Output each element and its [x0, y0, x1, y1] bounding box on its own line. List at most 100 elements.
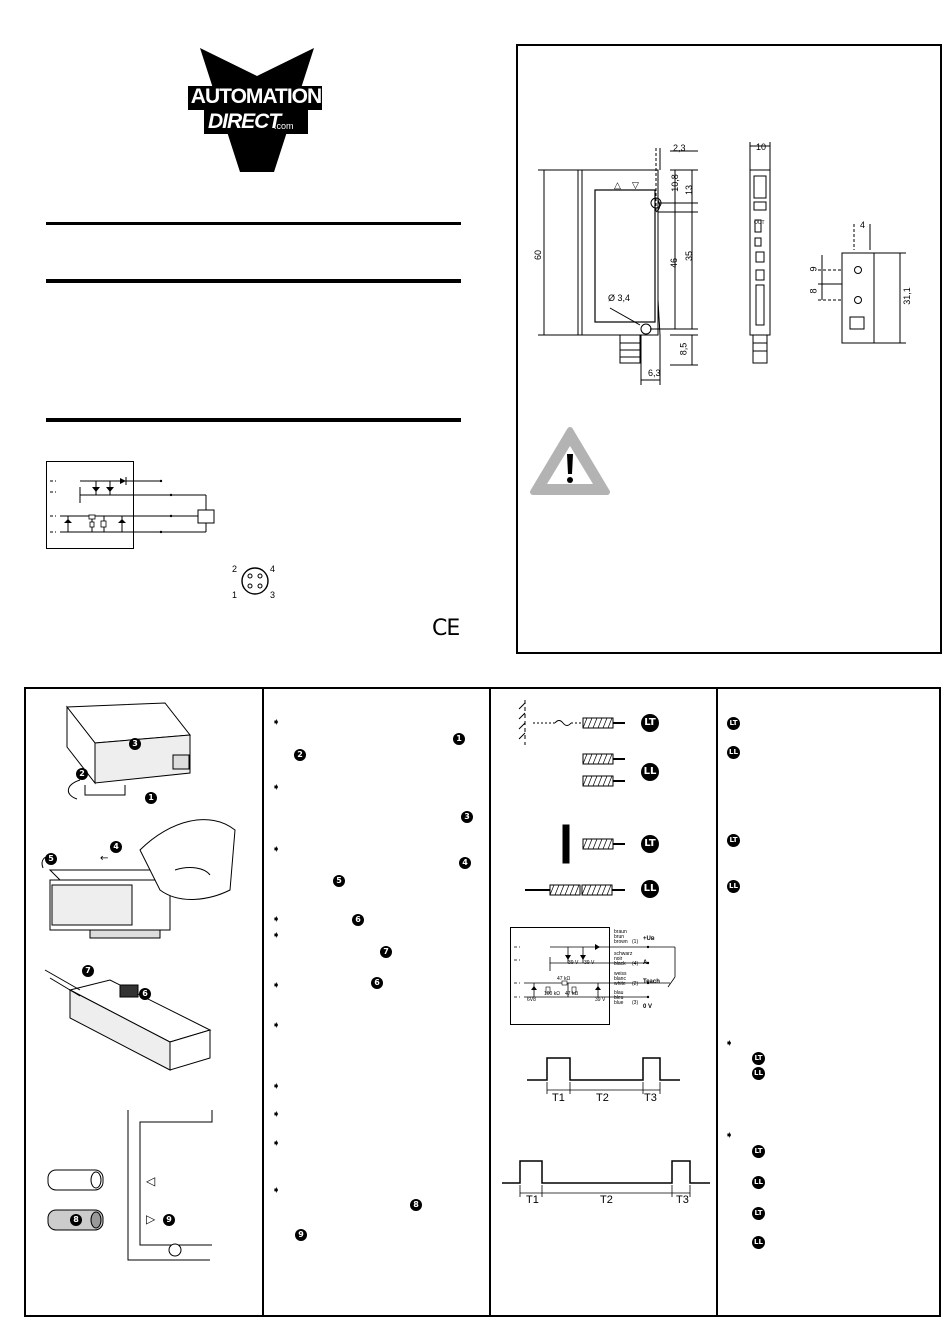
comp-39v-c: 39 V [595, 997, 606, 1003]
wire-blue-fr: bleu [614, 995, 624, 1001]
wire-ub-label: +Uв [643, 936, 655, 942]
step-8-marker: 8 [70, 1214, 82, 1226]
comp-39v-a: 39 V [568, 960, 579, 966]
wire-brown-fr: brun [614, 934, 625, 940]
wire-black-pin: (4) [632, 961, 639, 967]
ref-step-6b: 6 [371, 977, 383, 989]
ref-step-5: 5 [333, 875, 345, 887]
bullet-9: ➧ [272, 1109, 281, 1120]
ref-step-4: 4 [459, 857, 471, 869]
wire-white-pin: (2) [632, 981, 639, 987]
title-rule-3 [46, 418, 461, 422]
wire-white-de: weiss [614, 971, 627, 977]
dim-10-8: 10,8 [669, 174, 680, 192]
wiring-diagram [510, 927, 610, 1025]
wire-zero-label: 0 V [643, 1004, 653, 1010]
timing2-t3: T3 [676, 1194, 689, 1206]
wire-a-label: A [643, 960, 648, 966]
connector-pins-icon [241, 567, 269, 595]
col4-lt-2: LT [727, 834, 740, 847]
mounting-illustration [66, 702, 191, 800]
column-divider-3 [716, 687, 718, 1317]
bullet-4: ➧ [272, 914, 281, 925]
wiring-schematic [514, 944, 676, 999]
symbol-right: ▷ [146, 1212, 156, 1226]
wire-black-de: schwarz [614, 951, 633, 957]
dim-13: 13 [684, 184, 695, 196]
ref-step-7: 7 [380, 946, 392, 958]
ref-step-6a: 6 [352, 914, 364, 926]
warning-icon [530, 427, 610, 495]
col4-ll-2: LL [727, 880, 740, 893]
bullet-7: ➧ [272, 1020, 281, 1031]
symbol-left: ◁ [146, 1174, 156, 1188]
dim-4: 4 [860, 220, 866, 230]
dim-10: 10 [756, 142, 767, 152]
pin-2-label: 2 [232, 564, 238, 574]
column-divider-2 [489, 687, 491, 1317]
ce-mark: CE [432, 616, 460, 641]
bullet-11: ➧ [272, 1185, 281, 1196]
sensor-end-view [818, 224, 906, 344]
circuit-diagram-small [46, 461, 134, 549]
logo-suffix: .com [274, 121, 294, 131]
dimension-drawing-panel [516, 44, 942, 654]
pin-1-label: 1 [232, 590, 238, 600]
comp-6v8: 6V8 [527, 997, 536, 1003]
step-4-marker: 4 [110, 841, 122, 853]
side-out-label: OUT [754, 220, 765, 226]
step-7-marker: 7 [82, 965, 94, 977]
bullet-2: ➧ [272, 782, 281, 793]
ref-step-3: 3 [461, 811, 473, 823]
dim-31-1: 31,1 [901, 287, 912, 305]
bullet-5: ➧ [272, 930, 281, 941]
col4-lt-1: LT [727, 717, 740, 730]
col4-lt-3: LT [752, 1052, 765, 1065]
automation-direct-logo: AUTOMATION DIRECT .com [188, 48, 325, 172]
step-3-marker: 3 [129, 738, 141, 750]
pin-3-label: 3 [270, 590, 276, 600]
mode-ll-badge-2: LL [641, 880, 659, 898]
logo-line1: AUTOMATION [190, 85, 322, 108]
wire-teach-label: Teach [643, 979, 660, 985]
timing-diagram-2 [502, 1160, 710, 1197]
dim-8: 8 [808, 288, 819, 294]
bullet-3: ➧ [272, 844, 281, 855]
bottom-panel [24, 687, 941, 1317]
symbol-down: ▽ [632, 180, 639, 190]
slide-arrow-icon: ← [100, 853, 109, 864]
title-rule-2 [46, 279, 461, 283]
logo-line2: DIRECT [208, 110, 281, 133]
col4-bullet-1: ➧ [725, 1038, 734, 1049]
col4-lt-4: LT [752, 1145, 765, 1158]
dim-35: 35 [684, 250, 695, 262]
timing2-t2: T2 [600, 1194, 613, 1206]
filter-illustration [47, 1110, 213, 1261]
wire-brown-de: braun [614, 929, 627, 935]
wire-blue-de: blau [614, 990, 624, 996]
step-2-marker: 2 [76, 768, 88, 780]
col4-lt-5: LT [752, 1207, 765, 1220]
pin-4-label: 4 [270, 564, 276, 574]
dim-2-3: 2,3 [673, 143, 686, 153]
bullet-10: ➧ [272, 1138, 281, 1149]
wire-blue-pin: (3) [632, 1000, 639, 1006]
ref-step-1: 1 [453, 733, 465, 745]
wire-white-fr: blanc [614, 976, 626, 982]
timing1-t3: T3 [644, 1092, 657, 1104]
wire-blue-en: blue [614, 1000, 624, 1006]
dim-9: 9 [808, 266, 819, 272]
sensor-side-view [749, 142, 771, 364]
mode-lt-badge-1: LT [641, 714, 659, 732]
timing-diagram-1 [527, 1057, 680, 1094]
col4-ll-3: LL [752, 1067, 765, 1080]
connector-illustration [44, 969, 212, 1071]
dim-60: 60 [533, 249, 544, 261]
bullet-8: ➧ [272, 1081, 281, 1092]
timing1-t2: T2 [596, 1092, 609, 1104]
wire-black-en: black [614, 961, 626, 967]
ref-step-2: 2 [294, 749, 306, 761]
comp-47k-b: 47 kΩ [565, 991, 579, 997]
circuit-small-schematic [50, 477, 215, 534]
timing2-t1: T1 [526, 1194, 539, 1206]
